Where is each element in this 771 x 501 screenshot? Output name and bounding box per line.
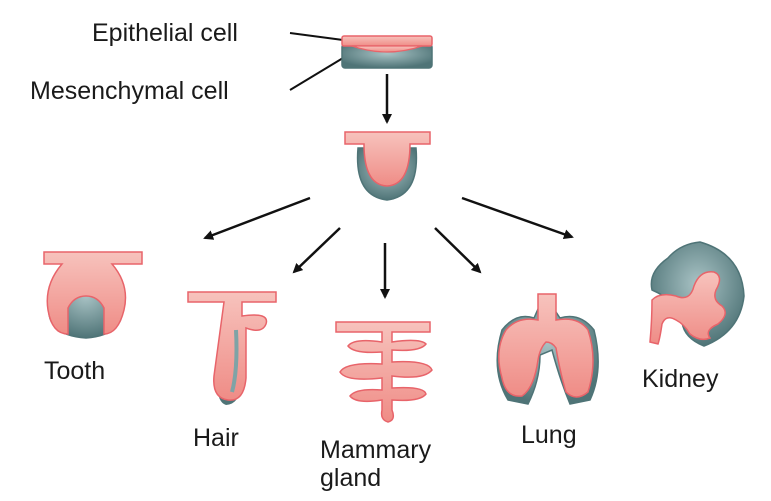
lung-epithelium [498, 293, 594, 398]
tooth-organ [43, 251, 143, 339]
kidney-organ [649, 241, 745, 347]
arrow-to-hair [292, 227, 341, 274]
tooth-epithelium [43, 251, 143, 335]
hair-organ [187, 291, 277, 405]
arrow-to-kidney [461, 196, 574, 240]
leader-lines [289, 32, 344, 91]
mesenchymal-cell-label: Mesenchymal cell [30, 77, 229, 105]
bud-stage [344, 131, 431, 201]
epithelial-cell-label: Epithelial cell [92, 19, 238, 47]
hair-epithelium [187, 291, 277, 401]
mammary-epithelium [335, 321, 433, 423]
hair-label: Hair [193, 424, 239, 452]
arrow-to-tooth [203, 196, 311, 240]
epithelial-layer [341, 35, 433, 47]
initial-layers [341, 35, 433, 69]
lung-organ [496, 293, 599, 405]
kidney-label: Kidney [642, 365, 719, 393]
arrows [203, 74, 574, 299]
mammary-gland-label: Mammary gland [320, 436, 432, 492]
bud-epithelium [344, 131, 431, 187]
arrow-to-lung [434, 227, 482, 274]
hair-shaft-shade [230, 329, 239, 393]
mammary-organ [335, 321, 433, 423]
kidney-epithelium [649, 271, 726, 345]
tooth-label: Tooth [44, 357, 106, 385]
lung-label: Lung [521, 421, 577, 449]
epithelial-thickening [351, 45, 423, 53]
mesenchymal-leader-line [289, 57, 344, 91]
epithelial-leader-line [289, 32, 344, 41]
